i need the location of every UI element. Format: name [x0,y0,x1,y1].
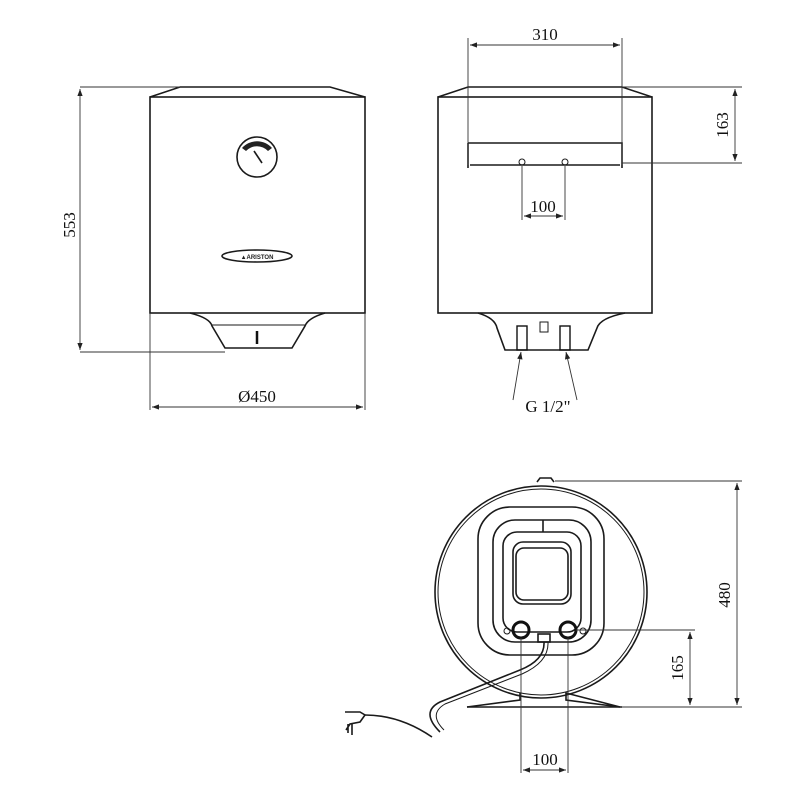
bottom-cover [189,312,326,349]
water-pipe [559,325,571,351]
bracket-width-dimension: 310 [532,25,558,44]
tank-outline [434,485,648,699]
power-plug-icon [345,711,367,735]
cold-water-pipe [511,620,531,640]
thread-label: G 1/2" [525,397,570,416]
pipe-spacing-dimension: 100 [530,197,556,216]
pipe-height-dimension: 165 [668,655,687,681]
front-view: ▲ARISTON 553 Ø450 [60,86,366,410]
mounting-hole [561,158,569,166]
power-cable [364,714,433,738]
diameter-dimension: Ø450 [238,387,276,406]
logo-badge [221,249,293,263]
pipe-spacing-dimension: 100 [532,750,558,769]
top-cap [437,86,653,98]
stand [466,691,621,708]
control-panel [515,547,569,601]
top-cap [149,86,366,98]
heater-body [437,96,653,314]
thermometer-dial-icon [236,136,278,178]
wall-bracket [467,142,623,168]
bracket-height-dimension: 163 [713,112,732,138]
overall-height-dimension: 480 [715,582,734,608]
mounting-hole [518,158,526,166]
height-dimension: 553 [60,212,79,238]
side-view: 310 163 100 G 1/2" [437,25,742,416]
cable-gland [537,633,551,643]
heater-body [149,96,366,314]
water-pipe [516,325,528,351]
bottom-view: 480 165 100 [345,477,742,773]
bottom-cover [477,312,626,351]
logo: ▲ARISTON [241,255,274,261]
power-cable [429,641,545,733]
